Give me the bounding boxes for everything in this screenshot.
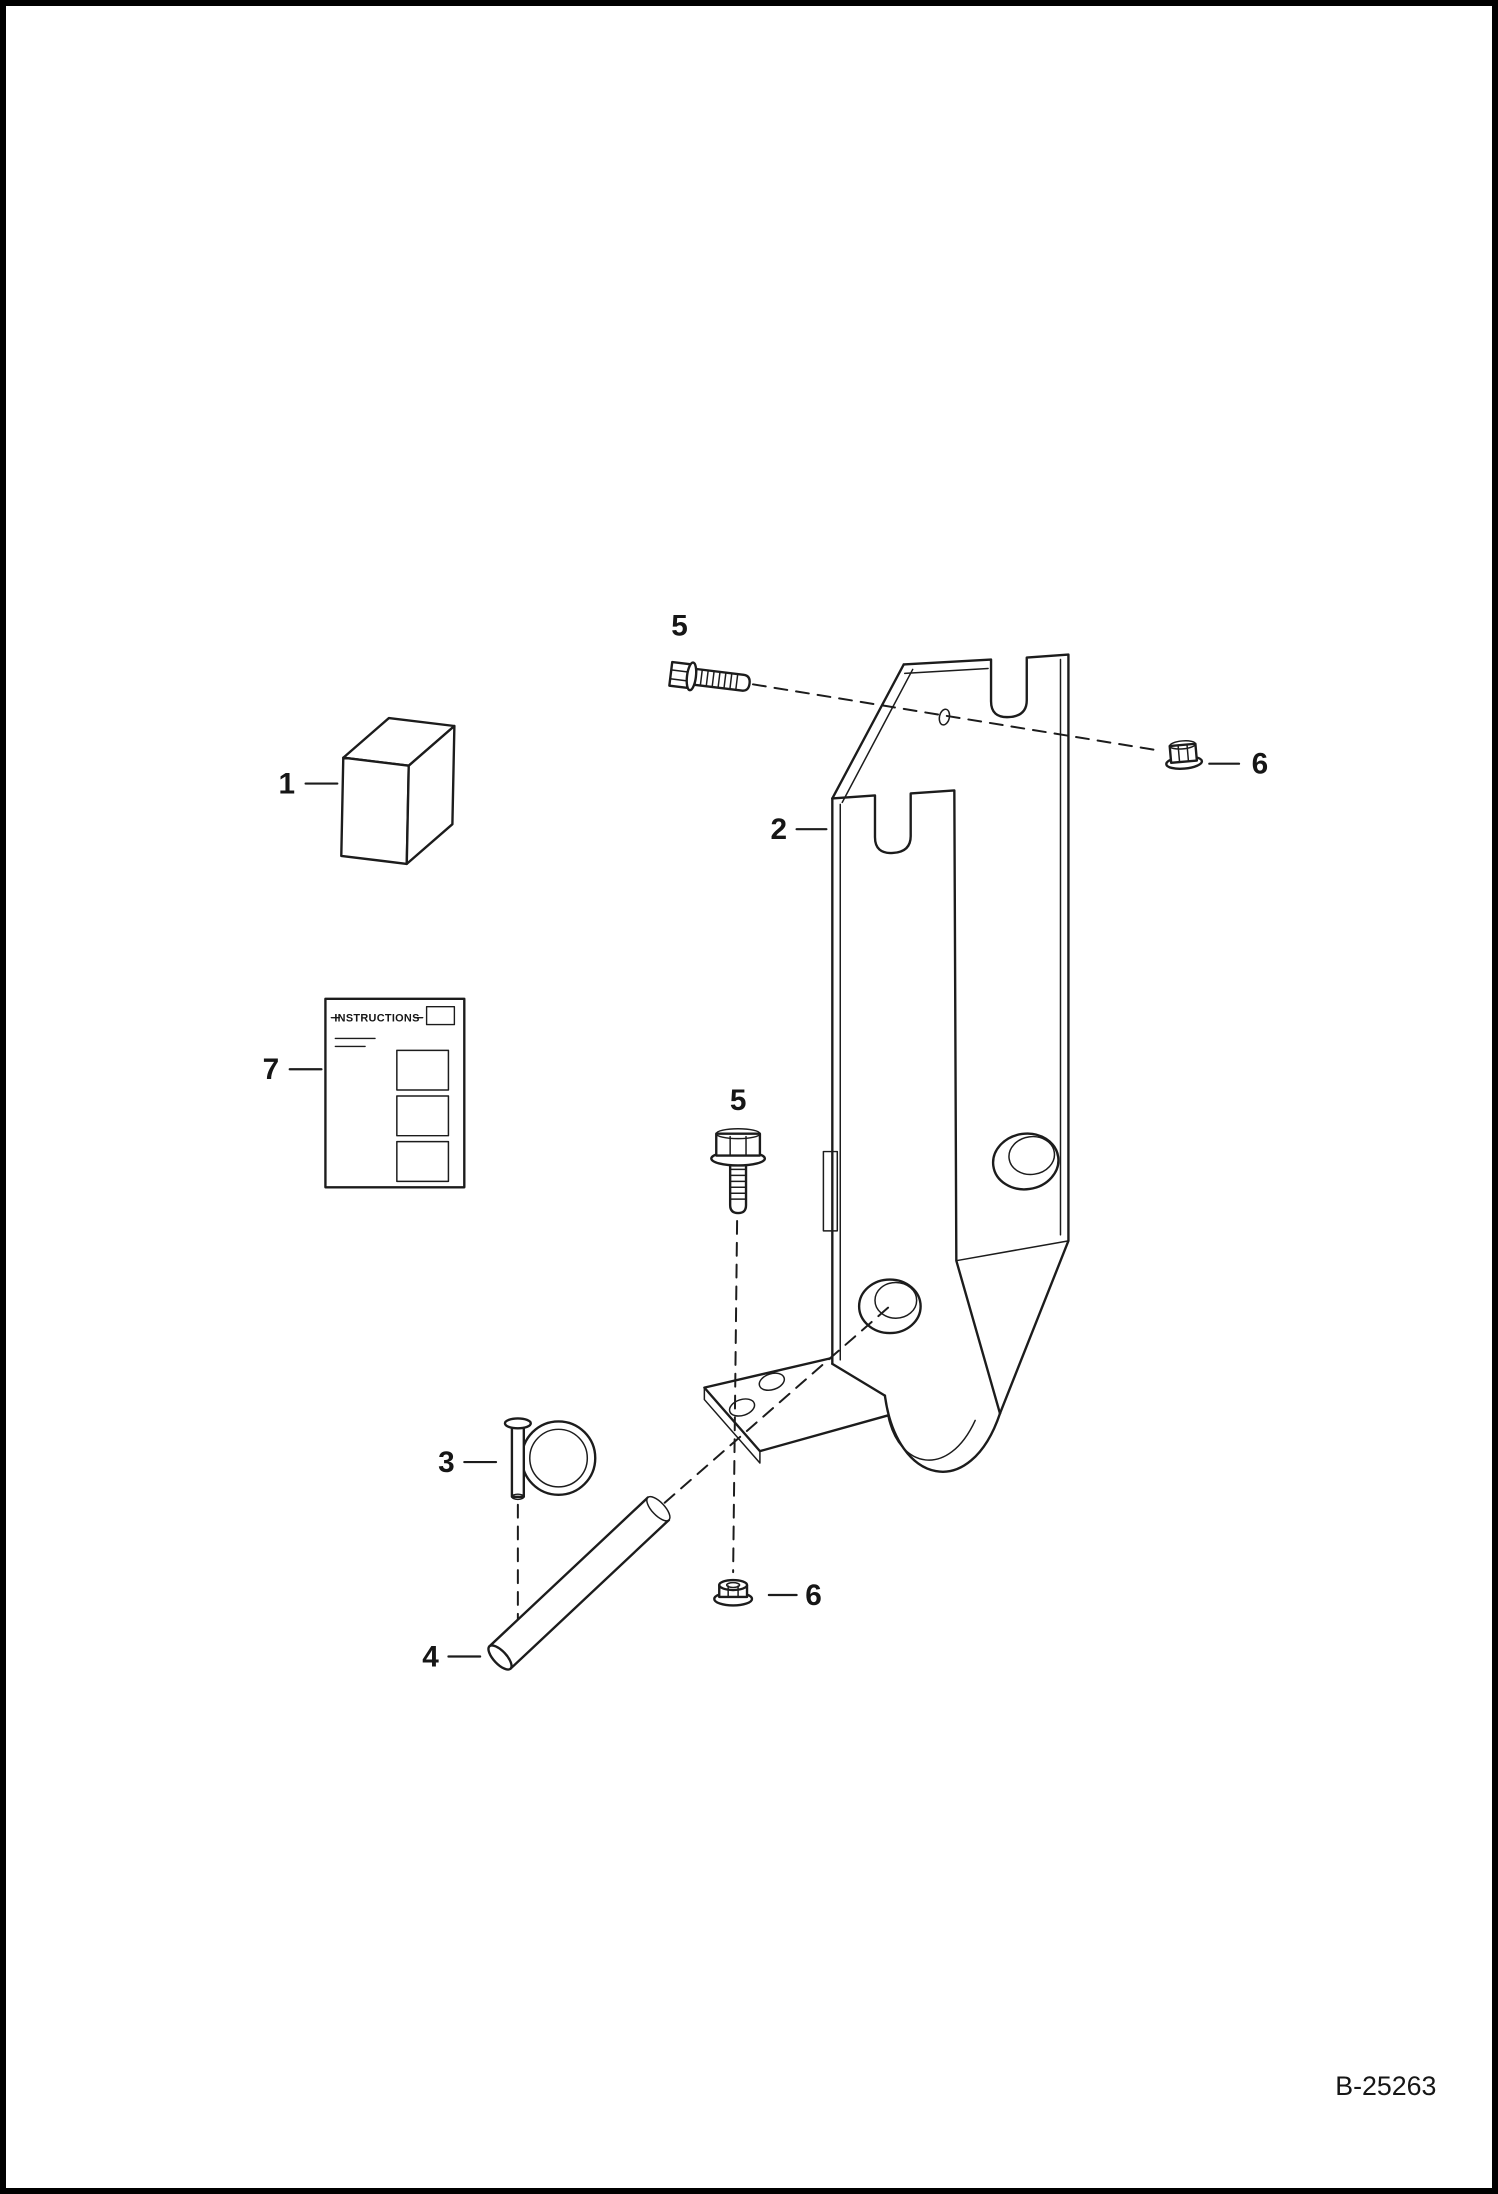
callout-5-middle: 5	[730, 1084, 747, 1117]
bracket-right-hole-outer	[991, 1132, 1060, 1191]
instruction-sheet-title: INSTRUCTIONS	[334, 1013, 419, 1025]
callout-4: 4	[422, 1640, 439, 1673]
bolt-head-top	[715, 1127, 761, 1140]
bolt-threads	[729, 1168, 747, 1200]
bracket-front-bottom-edge	[831, 1362, 887, 1397]
bracket-foot-hole-1	[758, 1372, 786, 1391]
bolt-threads	[699, 668, 739, 691]
bracket-right-hole-inner	[1008, 1135, 1056, 1176]
callout-3: 3	[438, 1446, 455, 1479]
nut-top-face	[718, 1578, 749, 1592]
sheet-outline	[324, 997, 466, 1189]
pin-ring-inner	[529, 1428, 589, 1488]
figure-code: B-25263	[1335, 2071, 1436, 2101]
bracket-u-bend-outer	[883, 1394, 1002, 1473]
callout-5-top: 5	[671, 610, 688, 643]
bracket-foot-hole-2	[728, 1398, 756, 1417]
bracket-front-hole-outer	[857, 1278, 922, 1335]
rod-end-cap-far	[646, 1495, 671, 1522]
item2-mounting-bracket	[703, 653, 1070, 1473]
bolt-head-facets	[729, 1135, 747, 1157]
box-side-face	[405, 724, 456, 866]
bracket-top-fold-line-outer	[831, 663, 905, 800]
bracket-top-fold-line-inner	[841, 668, 914, 804]
bracket-small-bolt-hole	[938, 708, 951, 726]
assembly-dashed-lines	[516, 683, 1162, 1633]
bolt-head	[715, 1132, 762, 1157]
callouts: 1 2 3 4 5 5 6 6 7	[263, 610, 1269, 1674]
pin-tip	[511, 1493, 525, 1501]
nut-facets	[727, 1585, 739, 1598]
dashed-line-rod-to-bracket-hole	[663, 1303, 893, 1504]
sheet-figure-box-3	[396, 1140, 450, 1183]
pin-ring-outer	[520, 1420, 597, 1496]
sheet-figure-box-1	[396, 1049, 450, 1091]
item5-bolt-middle	[710, 1127, 767, 1215]
item5-bolt-top	[668, 660, 751, 692]
bolt-shank	[693, 667, 751, 692]
item1-box	[340, 716, 456, 866]
bracket-rear-bottom-fold	[955, 1240, 1070, 1262]
callout-2: 2	[770, 813, 787, 846]
rod-body	[488, 1496, 671, 1670]
pin-head	[503, 1417, 532, 1430]
callout-6-right: 6	[1252, 748, 1269, 781]
dashed-line-top-bolt-to-nut	[751, 683, 1162, 752]
sheet-figure-box-2	[396, 1095, 450, 1137]
sheet-logo-box	[425, 1006, 456, 1026]
bracket-foot-thickness	[703, 1386, 761, 1464]
callout-6-bottom: 6	[805, 1579, 822, 1612]
bracket-foot-plate	[703, 1356, 890, 1453]
item4-pin-rod	[487, 1495, 671, 1671]
bracket-rear-top-inner-edge	[903, 667, 989, 675]
item6-nut-right	[1165, 740, 1204, 770]
item3-lynch-pin	[503, 1417, 597, 1501]
box-front-face	[340, 756, 410, 866]
bolt-shank	[728, 1162, 748, 1215]
exploded-view-diagram: INSTRUCTIONS	[263, 610, 1437, 2101]
rod-end-cap-near	[487, 1644, 513, 1671]
nut-thread-hole	[725, 1581, 741, 1589]
item6-nut-bottom	[713, 1578, 754, 1607]
callout-7: 7	[263, 1053, 280, 1086]
callout-1: 1	[278, 767, 295, 800]
bracket-rear-plate	[902, 653, 1070, 1415]
bracket-u-bend-inner	[887, 1414, 976, 1461]
bolt-flange	[685, 661, 698, 692]
nut-facets	[1177, 743, 1190, 763]
bracket-front-hole-inner	[874, 1281, 918, 1319]
bolt-head-facets	[669, 669, 690, 682]
bracket-slot-tab	[822, 1150, 839, 1232]
pin-shaft	[510, 1422, 526, 1498]
bracket-front-plate	[831, 789, 1002, 1415]
dashed-line-middle-bolt-to-nut	[732, 1220, 739, 1574]
nut-top-face	[1168, 740, 1197, 750]
item7-instruction-sheet: INSTRUCTIONS	[324, 997, 466, 1189]
